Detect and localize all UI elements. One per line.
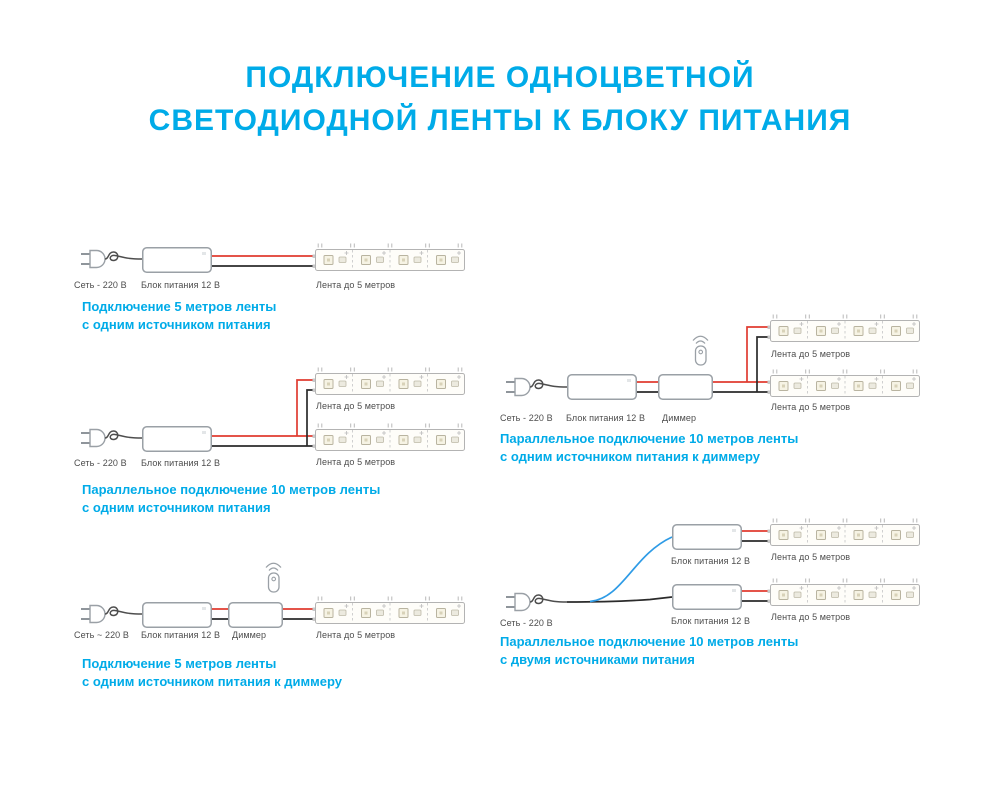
label-psu: Блок питания 12 В [141, 630, 221, 640]
diagram-two-psu: Лента до 5 метров Блок питания 12 В Лент… [495, 515, 940, 675]
caption-d5-line1: Параллельное подключение 10 метров ленты [500, 634, 799, 649]
caption-d3-line1: Подключение 5 метров ленты [82, 656, 277, 671]
label-strip2: Лента до 5 метров [316, 457, 396, 467]
remote-icon [265, 562, 282, 593]
remote-icon [692, 335, 709, 366]
diagram-single-strip-art [80, 243, 465, 273]
page-title: ПОДКЛЮЧЕНИЕ ОДНОЦВЕТНОЙ СВЕТОДИОДНОЙ ЛЕН… [0, 56, 1000, 142]
psu-box [142, 602, 212, 628]
caption-d2-line1: Параллельное подключение 10 метров ленты [82, 482, 381, 497]
label-psu1: Блок питания 12 В [671, 556, 751, 566]
caption-d1-line1: Подключение 5 метров ленты [82, 299, 277, 314]
label-strip2: Лента до 5 метров [771, 612, 851, 622]
plug-icon [505, 377, 568, 397]
led-strip [312, 596, 465, 624]
diagram-dimmer-parallel: Лента до 5 метров Лента до 5 метров Сеть… [495, 310, 940, 470]
caption-d1-line2: с одним источником питания [82, 317, 271, 332]
wire-blue [589, 536, 673, 603]
caption-d1: Подключение 5 метров ленты с одним источ… [82, 298, 276, 334]
caption-d2-line2: с одним источником питания [82, 500, 271, 515]
label-dimmer: Диммер [232, 630, 267, 640]
label-strip1: Лента до 5 метров [771, 552, 851, 562]
dimmer-box [228, 602, 283, 628]
led-strip-top [767, 518, 920, 546]
caption-d5-line2: с двумя источниками питания [500, 652, 695, 667]
label-psu: Блок питания 12 В [141, 458, 221, 468]
psu-box [567, 374, 637, 400]
wire-black [637, 336, 771, 393]
caption-d5: Параллельное подключение 10 метров ленты… [500, 633, 798, 669]
diagram-dimmer-single: Сеть ~ 220 В Блок питания 12 В Диммер Ле… [60, 555, 480, 695]
caption-d3-line2: с одним источником питания к диммеру [82, 674, 342, 689]
plug-icon [505, 592, 568, 612]
label-mains: Сеть - 220 В [74, 280, 127, 290]
label-strip2: Лента до 5 метров [771, 402, 851, 412]
label-mains: Сеть ~ 220 В [74, 630, 129, 640]
diagram-two-psu-art [505, 518, 920, 612]
label-psu2: Блок питания 12 В [671, 616, 751, 626]
caption-d4: Параллельное подключение 10 метров ленты… [500, 430, 798, 466]
diagram-parallel-one-psu: Лента до 5 метров Сеть - 220 В Блок пита… [60, 365, 480, 525]
title-line2: СВЕТОДИОДНОЙ ЛЕНТЫ К БЛОКУ ПИТАНИЯ [148, 104, 852, 137]
caption-d4-line2: с одним источником питания к диммеру [500, 449, 760, 464]
diagram-dimmer-single-art [80, 562, 465, 628]
title-line1: ПОДКЛЮЧЕНИЕ ОДНОЦВЕТНОЙ [245, 61, 755, 94]
led-strip [312, 243, 465, 271]
wire-black [742, 540, 771, 602]
label-mains: Сеть - 220 В [500, 618, 553, 628]
diagram-dimmer-parallel-art [505, 314, 920, 400]
diagram-parallel-one-psu-art [80, 367, 465, 452]
led-strip-bottom [767, 578, 920, 606]
caption-d4-line1: Параллельное подключение 10 метров ленты [500, 431, 799, 446]
led-strip-bottom [312, 423, 465, 451]
label-strip1: Лента до 5 метров [316, 401, 396, 411]
psu-box [142, 247, 212, 273]
label-mains: Сеть - 220 В [74, 458, 127, 468]
wire-red [212, 379, 316, 437]
led-strip-bottom [767, 369, 920, 397]
wire-black [212, 389, 316, 447]
psu-box-top [672, 524, 742, 550]
wire-red [637, 326, 771, 383]
psu-box-bottom [672, 584, 742, 610]
wire-black-cord [566, 596, 673, 603]
plug-icon [80, 249, 143, 269]
label-psu: Блок питания 12 В [566, 413, 646, 423]
plug-icon [80, 604, 143, 624]
caption-d3: Подключение 5 метров ленты с одним источ… [82, 655, 342, 691]
psu-box [142, 426, 212, 452]
led-strip-top [767, 314, 920, 342]
caption-d2: Параллельное подключение 10 метров ленты… [82, 481, 380, 517]
label-dimmer: Диммер [662, 413, 697, 423]
label-strip: Лента до 5 метров [316, 280, 396, 290]
label-psu: Блок питания 12 В [141, 280, 221, 290]
diagram-single-strip: Сеть - 220 В Блок питания 12 В Лента до … [60, 240, 480, 350]
wire-red [742, 530, 771, 592]
label-strip: Лента до 5 метров [316, 630, 396, 640]
label-strip1: Лента до 5 метров [771, 349, 851, 359]
label-mains: Сеть - 220 В [500, 413, 553, 423]
led-strip-top [312, 367, 465, 395]
dimmer-box [658, 374, 713, 400]
plug-icon [80, 428, 143, 448]
